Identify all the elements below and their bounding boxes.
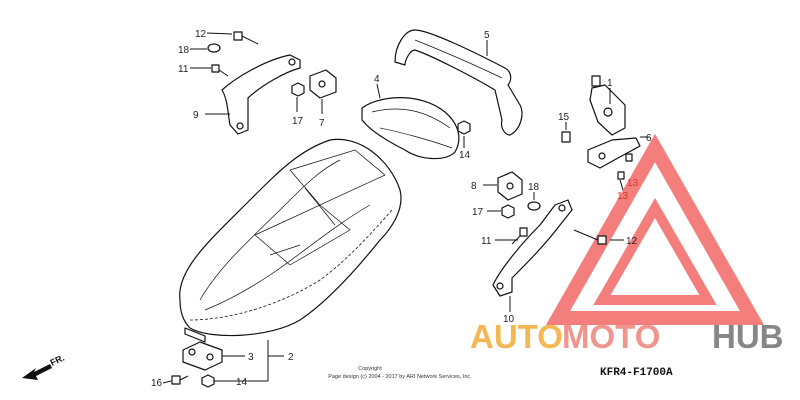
callout-17-right: 17 <box>472 207 484 218</box>
part-5-grab-rail <box>394 29 523 136</box>
part-4-backrest-pad <box>361 97 460 160</box>
callout-8: 8 <box>471 181 477 192</box>
callout-18-right: 18 <box>528 182 540 193</box>
part-13-screw-a <box>625 153 633 162</box>
leader-lines <box>162 32 650 384</box>
callout-12-top: 12 <box>195 29 207 40</box>
callout-7: 7 <box>319 118 325 129</box>
part-7-rubber-cushion <box>309 69 337 99</box>
copyright-text: Page design (c) 2004 - 2017 by ARI Netwo… <box>328 374 472 380</box>
part-6-lock-plate <box>587 137 641 169</box>
callout-18-left: 18 <box>178 45 190 56</box>
part-11-bolt-left <box>211 64 229 77</box>
part-18-cap-right <box>527 201 541 211</box>
callout-4: 4 <box>374 74 380 85</box>
callout-15: 15 <box>558 112 570 123</box>
callout-5: 5 <box>484 30 490 41</box>
copyright-heading: Copyright <box>358 366 382 372</box>
callout-3: 3 <box>248 352 254 363</box>
part-10-right-bracket <box>492 199 573 297</box>
part-17-nut-right <box>501 204 515 219</box>
part-16-bolt <box>171 375 189 385</box>
watermark-auto: AUTO <box>470 318 563 355</box>
watermark-moto: MOTO <box>562 318 660 355</box>
callout-12-right: 12 <box>626 236 638 247</box>
callout-13-a: 13 <box>627 178 639 189</box>
watermark-logo-text: AUTO MOTO HUB <box>470 318 784 355</box>
callout-17-left: 17 <box>292 116 304 127</box>
callout-10: 10 <box>503 314 515 325</box>
part-17-nut-left <box>291 82 305 97</box>
callout-9: 9 <box>193 110 199 121</box>
callout-13-b: 13 <box>617 191 629 202</box>
callout-14-top: 14 <box>459 150 471 161</box>
callout-1: 1 <box>607 78 613 89</box>
callout-16: 16 <box>151 378 163 389</box>
part-15-bolt <box>561 131 571 143</box>
callout-6: 6 <box>646 133 652 144</box>
watermark-hub: HUB <box>712 318 784 355</box>
direction-label: FR. <box>49 353 66 368</box>
part-9-left-bracket <box>221 54 301 135</box>
part-18-cap-left <box>207 43 221 53</box>
seat-assembly <box>179 138 402 343</box>
front-direction-arrow-icon <box>22 364 52 380</box>
part-14-nut-top <box>457 120 471 135</box>
part-8-rubber-cushion <box>497 171 523 201</box>
callout-14-bottom: 14 <box>236 377 248 388</box>
callout-11-right: 11 <box>481 236 492 247</box>
part-12-bolt-top <box>233 31 259 45</box>
diagram-reference: KFR4-F1700A <box>600 367 673 379</box>
callout-2: 2 <box>288 352 294 363</box>
watermark-logo-triangle <box>545 133 765 325</box>
part-3-seat-bracket <box>182 341 223 371</box>
part-13-screw-b <box>617 171 625 180</box>
part-12-bolt-right <box>573 229 607 245</box>
callout-11-left: 11 <box>178 64 189 75</box>
part-1-seat-lock <box>589 75 626 136</box>
part-14-nut-bottom <box>201 374 215 388</box>
